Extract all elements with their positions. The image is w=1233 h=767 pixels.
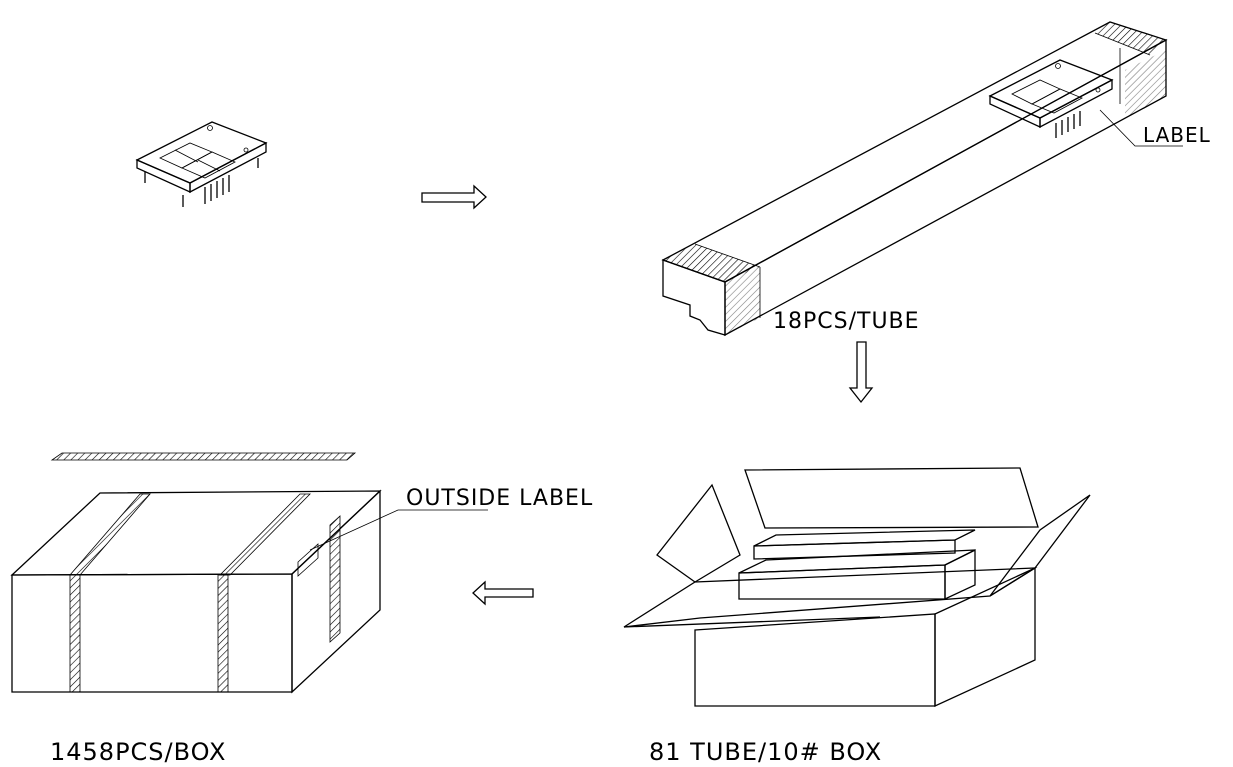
label-leader-line [1099, 109, 1183, 147]
box-count-text: 1458PCS/BOX [50, 738, 226, 766]
tube-label-text: LABEL [1143, 123, 1211, 147]
led-in-tube [988, 59, 1114, 138]
arrow-right-icon [421, 184, 487, 210]
arrow-down-icon [848, 341, 874, 404]
open-carton [623, 467, 1091, 708]
outside-label-leader-line [309, 509, 488, 551]
tube-count-text: 18PCS/TUBE [773, 309, 920, 334]
inner-box-text: 81 TUBE/10# BOX [649, 738, 882, 766]
packing-tube [661, 21, 1168, 337]
arrow-left-icon [472, 580, 534, 606]
outside-label-text: OUTSIDE LABEL [406, 486, 593, 511]
led-display-component [135, 121, 268, 207]
closed-box [10, 452, 382, 694]
